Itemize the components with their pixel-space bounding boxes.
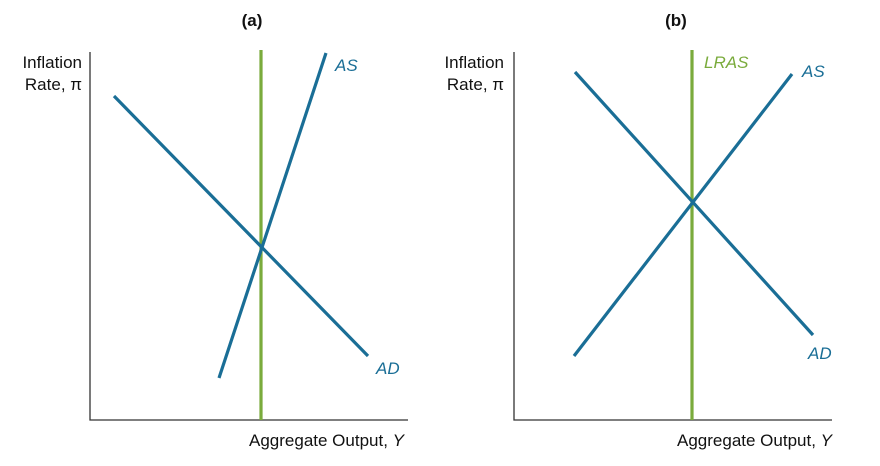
panel-a: (a) Inflation Rate, π Aggregate Output, … <box>22 11 408 450</box>
panel-b: (b) Inflation Rate, π Aggregate Output, … <box>444 11 833 450</box>
panel-b-axes <box>513 52 832 421</box>
panel-a-ad-label: AD <box>375 359 400 378</box>
panel-a-x-axis-label-text: Aggregate Output, <box>249 431 393 450</box>
panel-b-x-axis-label-text: Aggregate Output, <box>677 431 821 450</box>
panel-b-ad-curve <box>573 70 815 337</box>
panel-a-ad-curve <box>112 94 370 358</box>
panel-b-as-curve <box>572 73 794 357</box>
panel-b-y-axis-label-line1: Inflation <box>444 53 504 72</box>
panel-a-y-axis-label-line2: Rate, π <box>25 75 82 94</box>
panel-b-x-axis-label: Aggregate Output, Y <box>677 431 834 450</box>
panel-a-as-curve <box>217 52 328 379</box>
panel-b-x-axis-label-var: Y <box>821 431 834 450</box>
panel-a-axes <box>89 52 408 421</box>
panel-b-y-axis-label-line2: Rate, π <box>447 75 504 94</box>
panel-a-as-label: AS <box>334 56 358 75</box>
panel-a-x-axis-label-var: Y <box>393 431 406 450</box>
panel-a-title: (a) <box>242 11 263 30</box>
panel-b-title: (b) <box>665 11 687 30</box>
panel-b-lras-label: LRAS <box>704 53 749 72</box>
panel-b-as-label: AS <box>801 62 825 81</box>
panel-a-x-axis-label: Aggregate Output, Y <box>249 431 406 450</box>
panel-b-ad-label: AD <box>807 344 832 363</box>
panel-a-y-axis-label-line1: Inflation <box>22 53 82 72</box>
